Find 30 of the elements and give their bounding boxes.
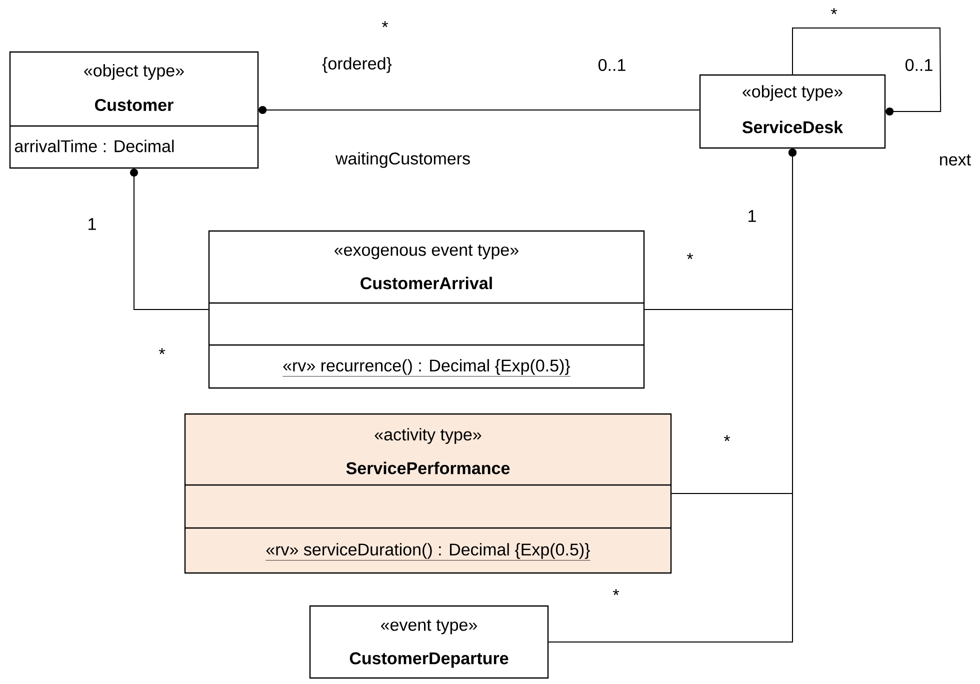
multiplicity-label: 1 <box>748 210 756 222</box>
multiplicity-label: 0..1 <box>598 58 626 72</box>
multiplicity-label: * <box>724 435 730 442</box>
association-line <box>548 148 796 642</box>
stereotype-label: «exogenous event type» <box>334 244 518 260</box>
constraint-label: {ordered} <box>322 57 392 73</box>
class-name: CustomerDeparture <box>350 652 508 668</box>
operation-text: «rv» recurrence() : Decimal {Exp(0.5)} <box>282 359 571 377</box>
association-line <box>258 106 700 114</box>
multiplicity-label: * <box>158 348 166 354</box>
attribute-text: arrivalTime : Decimal <box>14 140 174 152</box>
stereotype-label: «event type» <box>381 620 477 634</box>
association-line <box>792 28 942 116</box>
multiplicity-label: * <box>612 589 620 596</box>
stereotype-label: «object type» <box>742 85 842 101</box>
role-name: next <box>940 154 971 166</box>
multiplicity-label: * <box>382 21 388 28</box>
multiplicity-label: * <box>686 253 694 260</box>
stereotype-label: «activity type» <box>374 428 482 444</box>
role-name: waitingCustomers <box>335 152 470 168</box>
class-name: ServiceDesk <box>742 120 844 134</box>
class-name: Customer <box>95 98 174 112</box>
stereotype-label: «object type» <box>84 64 184 80</box>
operation-text: «rv» serviceDuration() : Decimal {Exp(0.5)} <box>265 543 591 561</box>
class-name: CustomerArrival <box>360 276 492 290</box>
class-name: ServicePerformance <box>346 462 510 474</box>
association-line <box>130 168 209 310</box>
multiplicity-label: 0..1 <box>905 58 932 72</box>
multiplicity-label: 1 <box>88 218 96 230</box>
multiplicity-label: * <box>830 8 838 14</box>
